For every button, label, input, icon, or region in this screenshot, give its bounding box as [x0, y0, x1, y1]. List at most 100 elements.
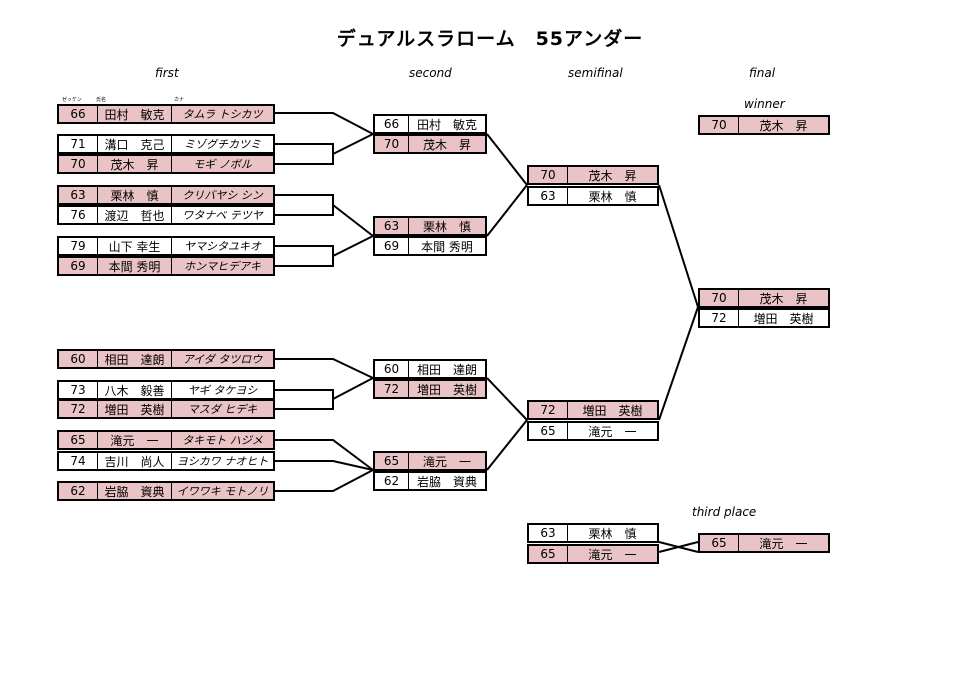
first-entry: 60 相田 達朗 アイダ タツロウ	[57, 349, 275, 369]
first-entry: 73 八木 毅善 ヤギ タケヨシ	[57, 380, 275, 400]
rider-name: 相田 達朗	[408, 361, 485, 377]
rider-kana: アイダ タツロウ	[171, 351, 273, 367]
rider-name: 茂木 昇	[567, 167, 657, 183]
final-entry: 70 茂木 昇	[698, 288, 830, 308]
rider-kana: マスダ ヒデキ	[171, 401, 273, 417]
bib-number: 65	[711, 536, 727, 550]
rider-kana: タムラ トシカツ	[171, 106, 273, 122]
third-place-entry: 65 滝元 一	[527, 544, 659, 564]
rider-name: 吉川 尚人	[97, 453, 171, 469]
header-final: final	[749, 66, 776, 80]
bib-number: 66	[70, 107, 86, 121]
header-second: second	[409, 66, 452, 80]
bib-number: 76	[70, 208, 86, 222]
rider-name: 滝元 一	[567, 423, 657, 439]
rider-name: 茂木 昇	[97, 156, 171, 172]
final-entry: 72 増田 英樹	[698, 308, 830, 328]
rider-kana: ミゾグチカツミ	[171, 136, 273, 152]
bib-number: 65	[70, 433, 86, 447]
bib-number: 60	[70, 352, 86, 366]
first-entry: 63 栗林 慎 クリバヤシ シン	[57, 185, 275, 205]
rider-name: 茂木 昇	[408, 136, 485, 152]
bib-number: 63	[540, 189, 556, 203]
rider-name: 溝口 克己	[97, 136, 171, 152]
column-header-name: 氏名	[96, 97, 107, 103]
rider-name: 山下 幸生	[97, 238, 171, 254]
rider-name: 田村 敏克	[97, 106, 171, 122]
first-entry: 65 滝元 一 タキモト ハジメ	[57, 430, 275, 450]
bib-number: 70	[540, 168, 556, 182]
first-entry: 74 吉川 尚人 ヨシカワ ナオヒト	[57, 451, 275, 471]
bib-number: 65	[540, 424, 556, 438]
second-entry: 62 岩脇 資典	[373, 471, 487, 491]
second-entry: 72 増田 英樹	[373, 379, 487, 399]
column-header-kana: カナ	[174, 97, 185, 103]
header-winner: winner	[744, 97, 785, 111]
bib-number: 72	[383, 382, 400, 396]
header-first: first	[155, 66, 179, 80]
rider-name: 滝元 一	[97, 432, 171, 448]
bib-number: 62	[70, 484, 86, 498]
bib-number: 65	[383, 454, 400, 468]
bib-number: 70	[70, 157, 86, 171]
rider-name: 滝元 一	[738, 535, 828, 551]
bib-number: 63	[383, 219, 400, 233]
bib-number: 69	[70, 259, 86, 273]
rider-kana: ヤギ タケヨシ	[171, 382, 273, 398]
rider-name: 八木 毅善	[97, 382, 171, 398]
rider-name: 本間 秀明	[97, 258, 171, 274]
bib-number: 69	[383, 239, 400, 253]
rider-kana: タキモト ハジメ	[171, 432, 273, 448]
rider-name: 相田 達朗	[97, 351, 171, 367]
first-entry: 69 本間 秀明 ホンマヒデアキ	[57, 256, 275, 276]
rider-name: 茂木 昇	[738, 290, 828, 306]
bib-number: 73	[70, 383, 86, 397]
rider-name: 増田 英樹	[567, 402, 657, 418]
rider-name: 増田 英樹	[408, 381, 485, 397]
first-entry: 62 岩脇 資典 イワワキ モトノリ	[57, 481, 275, 501]
rider-name: 栗林 慎	[408, 218, 485, 234]
bib-number: 70	[711, 118, 727, 132]
bib-number: 79	[70, 239, 86, 253]
rider-name: 本間 秀明	[408, 238, 485, 254]
rider-kana: ホンマヒデアキ	[171, 258, 273, 274]
rider-name: 岩脇 資典	[97, 483, 171, 499]
second-entry: 66 田村 敏克	[373, 114, 487, 134]
bib-number: 60	[383, 362, 400, 376]
header-third-place: third place	[692, 505, 757, 519]
bracket-title: デュアルスラローム 55アンダー	[336, 28, 644, 50]
rider-name: 渡辺 哲也	[97, 207, 171, 223]
rider-name: 岩脇 資典	[408, 473, 485, 489]
rider-kana: イワワキ モトノリ	[171, 483, 273, 499]
rider-kana: モギ ノボル	[171, 156, 273, 172]
third-place-entry: 63 栗林 慎	[527, 523, 659, 543]
bib-number: 65	[540, 547, 556, 561]
rider-name: 増田 英樹	[97, 401, 171, 417]
rider-name: 滝元 一	[408, 453, 485, 469]
bib-number: 62	[383, 474, 400, 488]
rider-kana: ヤマシタユキオ	[171, 238, 273, 254]
first-entry: 72 増田 英樹 マスダ ヒデキ	[57, 399, 275, 419]
rider-name: 田村 敏克	[408, 116, 485, 132]
bib-number: 72	[70, 402, 86, 416]
first-entry: 79 山下 幸生 ヤマシタユキオ	[57, 236, 275, 256]
bib-number: 72	[711, 311, 727, 325]
bib-number: 70	[711, 291, 727, 305]
bib-number: 74	[70, 454, 86, 468]
semifinal-entry: 70 茂木 昇	[527, 165, 659, 185]
rider-name: 滝元 一	[567, 546, 657, 562]
rider-name: 栗林 慎	[567, 525, 657, 541]
bib-number: 63	[70, 188, 86, 202]
rider-name: 栗林 慎	[97, 187, 171, 203]
second-entry: 69 本間 秀明	[373, 236, 487, 256]
rider-name: 茂木 昇	[738, 117, 828, 133]
third-place-winner: 65 滝元 一	[698, 533, 830, 553]
header-semifinal: semifinal	[568, 66, 623, 80]
winner-entry: 70 茂木 昇	[698, 115, 830, 135]
column-header-zekken: ゼッケン	[62, 97, 82, 103]
rider-name: 増田 英樹	[738, 310, 828, 326]
second-entry: 65 滝元 一	[373, 451, 487, 471]
bib-number: 71	[70, 137, 86, 151]
rider-name: 栗林 慎	[567, 188, 657, 204]
